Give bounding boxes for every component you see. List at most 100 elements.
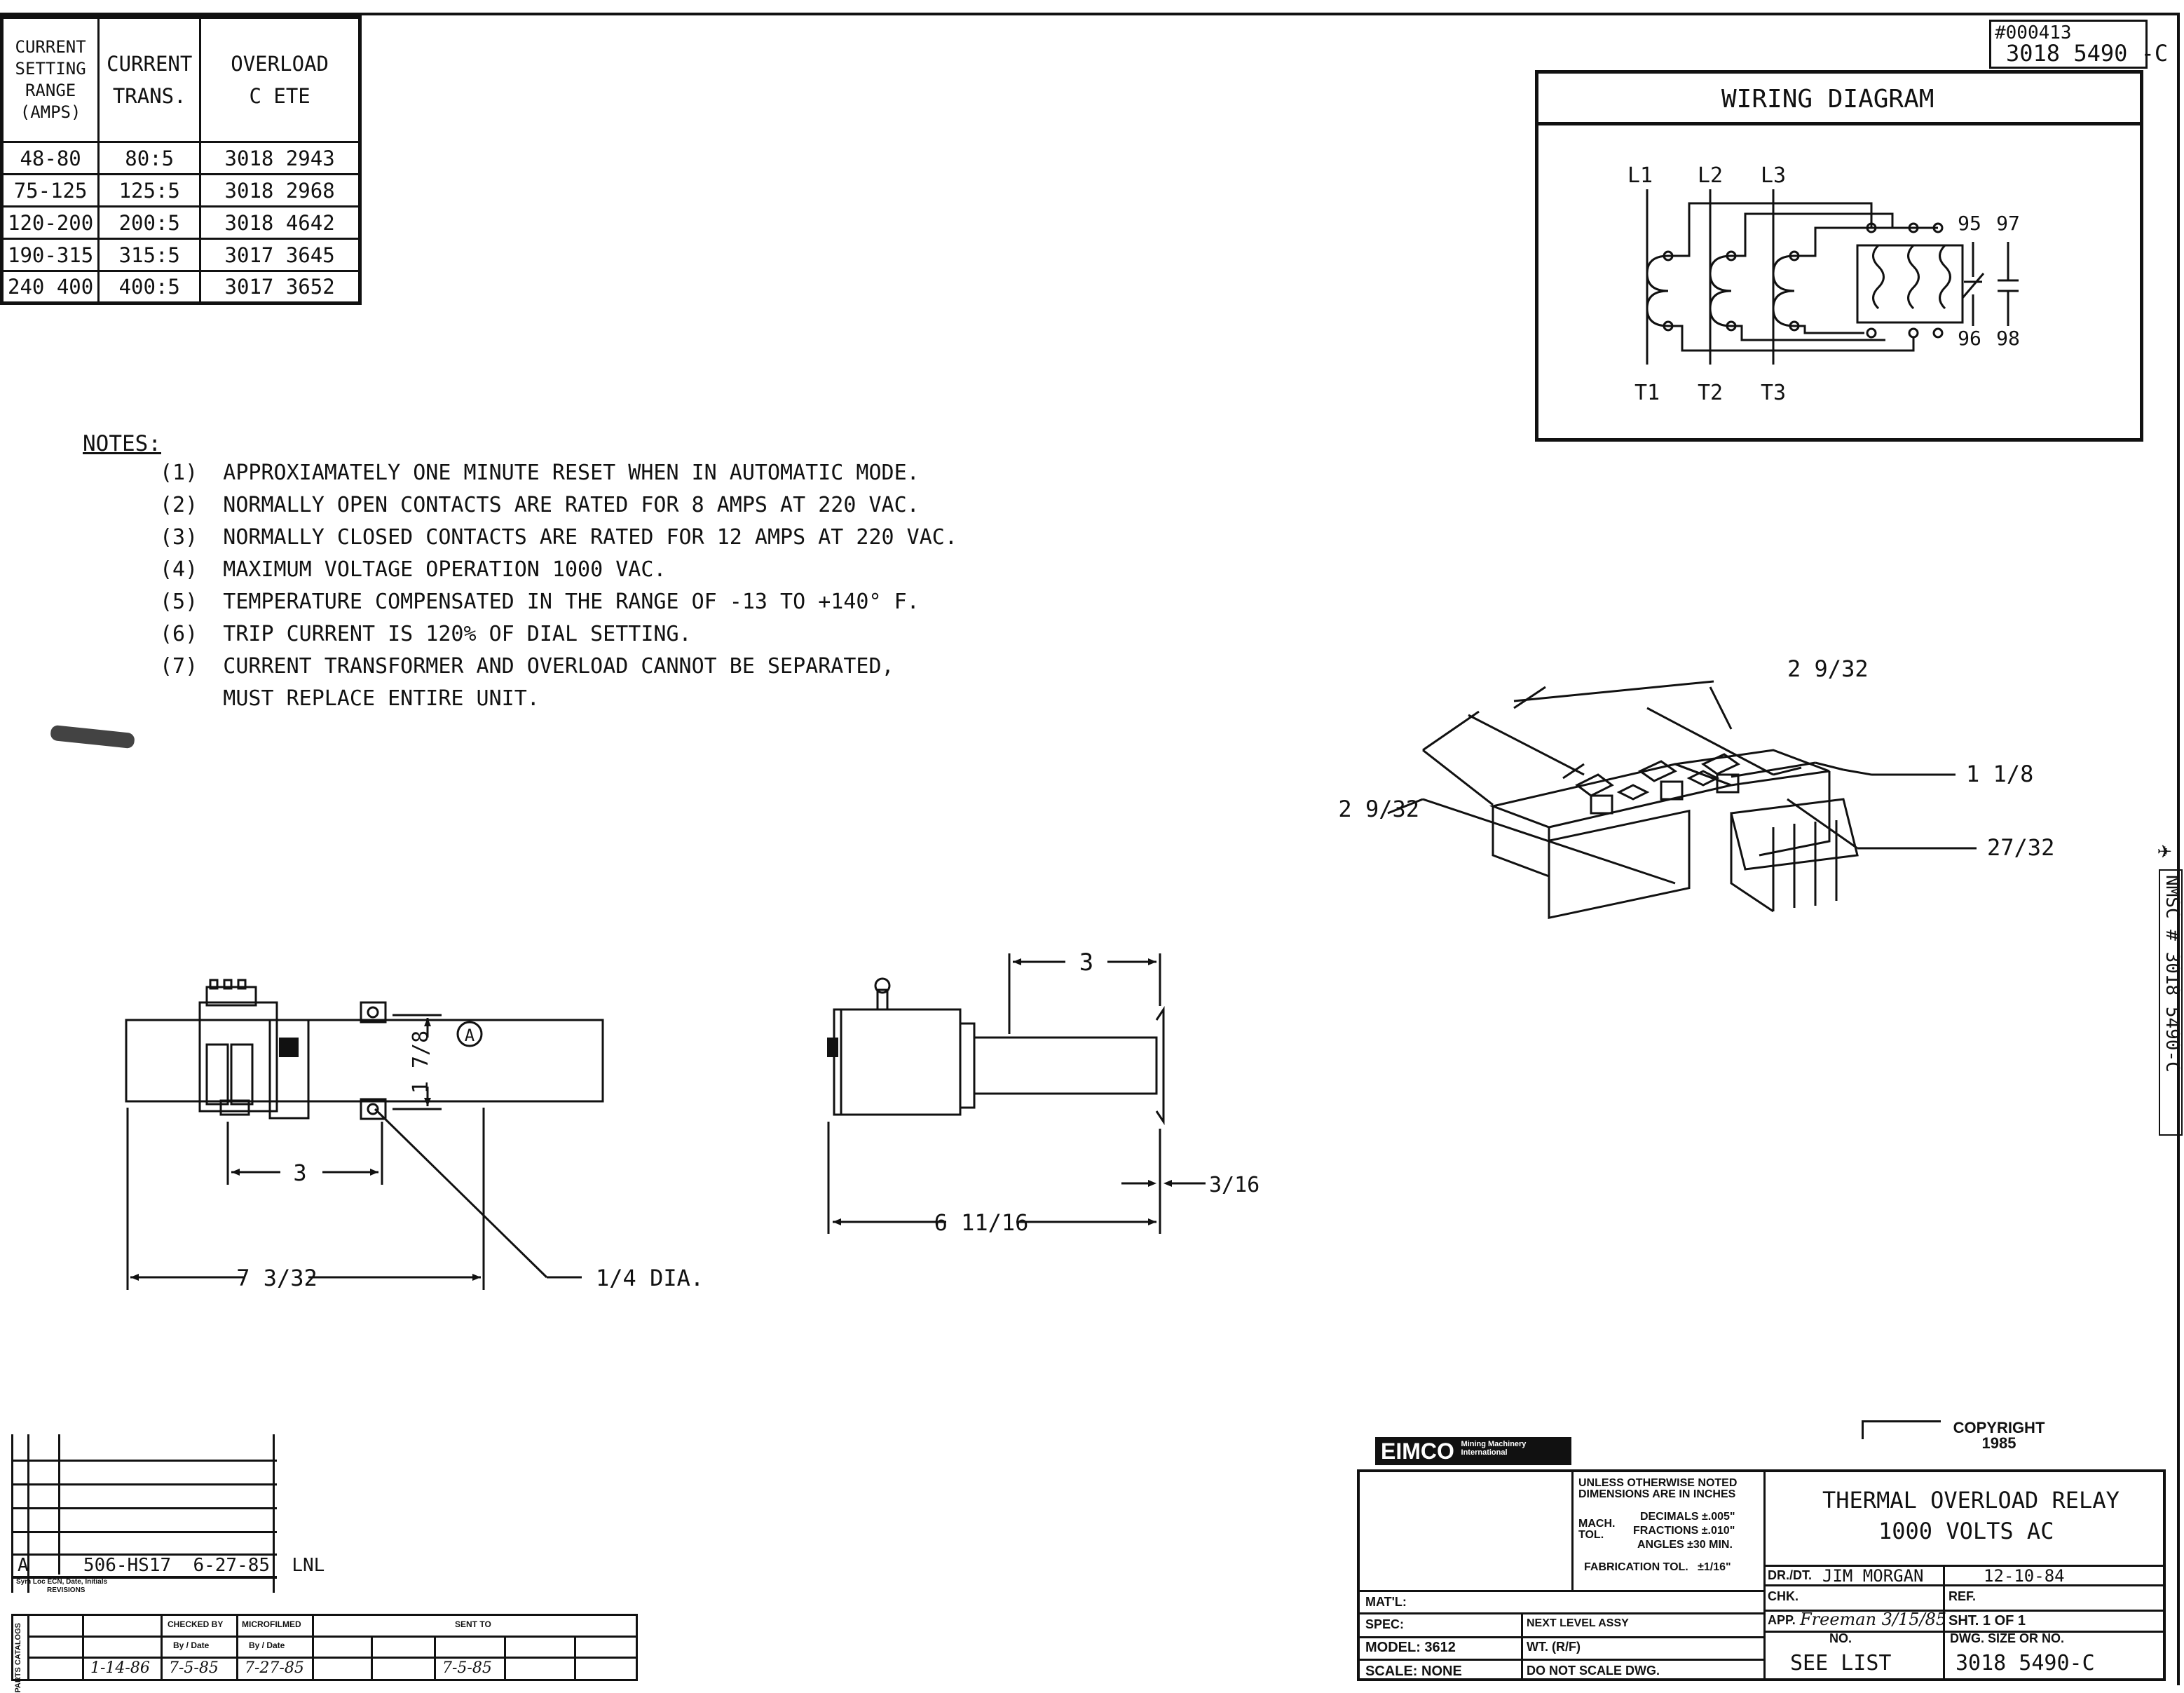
wt-label: WT. (R/F) [1527, 1640, 1581, 1654]
distribution-block: PARTS CATALOGS CHECKED BY MICROFILMED SE… [11, 1614, 638, 1693]
copyright: COPYRIGHT 1985 [1953, 1419, 2045, 1452]
checked-entry-date: 7-5-85 [169, 1659, 219, 1677]
wiring-label-96: 96 [1958, 327, 1981, 350]
note-item: (7) CURRENT TRANSFORMER AND OVERLOAD CAN… [160, 654, 894, 679]
fab-tol: FABRICATION TOL. ±1/16" [1584, 1561, 1731, 1573]
microfilm-entry-date: 7-27-85 [245, 1659, 304, 1677]
dim-iso-a: 2 9/32 [1338, 796, 1419, 822]
model-label: MODEL: 3612 [1365, 1640, 1456, 1655]
revision-row: A 506-HS17 6-27-85 LNL [18, 1555, 325, 1576]
dr-label: DR./DT. [1768, 1568, 1812, 1582]
revision-sym-label: Sym Loc ECN, Date, Initials [16, 1578, 108, 1586]
drawing-title-1: THERMAL OVERLOAD RELAY [1822, 1487, 2120, 1514]
no-label: NO. [1829, 1631, 1852, 1645]
do-not-scale: DO NOT SCALE DWG. [1527, 1664, 1660, 1678]
note-item: MUST REPLACE ENTIRE UNIT. [160, 686, 540, 711]
catalog-entry-date: 1-14-86 [90, 1659, 150, 1677]
front-view: 3 7 3/32 1 7/8 1/4 DIA. A [125, 979, 704, 1291]
by-date-label-2: By / Date [249, 1640, 285, 1650]
wiring-diagram-box [1535, 70, 2143, 442]
mach-tol: MACH. TOL. [1578, 1518, 1616, 1541]
wiring-label-T2: T2 [1698, 381, 1723, 405]
tol-fractions: FRACTIONS ±.010" [1633, 1525, 1735, 1537]
notes-title: NOTES: [83, 431, 161, 456]
dr-value: JIM MORGAN [1822, 1566, 1924, 1586]
notes-list: (1) APPROXIAMATELY ONE MINUTE RESET WHEN… [160, 463, 957, 721]
detail-mark: A [465, 1026, 475, 1045]
side-doc-number: NMSC # 3018 5490-C [2162, 875, 2183, 1073]
note-item: (4) MAXIMUM VOLTAGE OPERATION 1000 VAC. [160, 557, 667, 582]
dim-side-flange: 3/16 [1209, 1173, 1260, 1197]
revision-label: REVISIONS [47, 1586, 86, 1594]
wiring-label-97: 97 [1996, 212, 2020, 235]
wiring-label-T3: T3 [1761, 381, 1786, 405]
isometric-view: 2 9/32 2 9/32 1 1/8 27/32 [1338, 655, 2054, 920]
table-header-overload: OVERLOAD C ETE [199, 16, 361, 143]
table-header-range: CURRENT SETTING RANGE (AMPS) [0, 16, 100, 143]
dim-hole-dia: 1/4 DIA. [596, 1265, 704, 1291]
dr-date: 12-10-84 [1984, 1566, 2065, 1586]
revisions-block: A 506-HS17 6-27-85 LNL Sym Loc ECN, Date… [11, 1434, 325, 1594]
dim-iso-d: 27/32 [1987, 834, 2054, 861]
header-doc-number: 3018 5490 -C [2006, 40, 2169, 67]
dim-side-overall: 6 11/16 [934, 1209, 1029, 1236]
app-signature: Freeman 3/15/85 [1800, 1610, 1947, 1629]
table-header-trans: CURRENT TRANS. [97, 16, 202, 143]
matl-label: MAT'L: [1365, 1595, 1407, 1609]
microfilmed-label: MICROFILMED [242, 1619, 301, 1629]
app-label: APP. [1768, 1613, 1796, 1627]
side-doc-label: NMSC # 3018 5490-C [2159, 869, 2183, 1136]
note-item: (3) NORMALLY CLOSED CONTACTS ARE RATED F… [160, 525, 957, 550]
dwg-number: 3018 5490-C [1956, 1651, 2095, 1675]
table-row: 75-125 125:5 3018 2968 [0, 173, 361, 208]
see-list: SEE LIST [1790, 1651, 1892, 1675]
wiring-schematic: L1 L2 L3 T1 T2 T3 95 97 96 98 [1627, 163, 2020, 405]
wiring-diagram-title: WIRING DIAGRAM [1721, 85, 1934, 114]
table-row: 120-200 200:5 3018 4642 [0, 205, 361, 240]
by-date-label-1: By / Date [173, 1640, 210, 1650]
side-view: 3 6 11/16 3/16 [827, 949, 1260, 1236]
company-sub: Mining Machinery International [1461, 1440, 1527, 1457]
current-table: CURRENT SETTING RANGE (AMPS) CURRENT TRA… [0, 15, 362, 305]
title-block: UNLESS OTHERWISE NOTED DIMENSIONS ARE IN… [1357, 1469, 2166, 1681]
ref-label: REF. [1948, 1589, 1977, 1603]
wiring-label-L3: L3 [1761, 163, 1786, 188]
tol-decimals: DECIMALS ±.005" [1640, 1511, 1735, 1523]
note-item: (5) TEMPERATURE COMPENSATED IN THE RANGE… [160, 590, 920, 614]
dim-side-depth: 3 [1079, 949, 1093, 977]
dim-hole-spacing: 3 [293, 1160, 306, 1186]
parts-catalog-label: PARTS CATALOGS [14, 1623, 22, 1693]
dim-front-height: 1 7/8 [409, 1031, 433, 1094]
spec-label: SPEC: [1365, 1617, 1405, 1631]
note-item: (1) APPROXIAMATELY ONE MINUTE RESET WHEN… [160, 461, 920, 485]
table-row: 240 400 400:5 3017 3652 [0, 270, 361, 304]
wiring-label-L2: L2 [1698, 163, 1723, 188]
dim-iso-b: 2 9/32 [1787, 655, 1869, 682]
tol-angles: ANGLES ±30 MIN. [1637, 1539, 1733, 1551]
wiring-label-L1: L1 [1627, 163, 1653, 188]
table-row: 48-80 80:5 3018 2943 [0, 141, 361, 175]
sheet-label: SHT. 1 OF 1 [1948, 1613, 2026, 1629]
scale-label: SCALE: NONE [1365, 1664, 1462, 1679]
table-row: 190-315 315:5 3017 3645 [0, 238, 361, 272]
note-item: (2) NORMALLY OPEN CONTACTS ARE RATED FOR… [160, 493, 920, 517]
header-docnum-box [1989, 20, 2148, 69]
dwg-size-label: DWG. SIZE OR NO. [1950, 1631, 2065, 1645]
company-logo: EIMCO Mining Machinery International [1375, 1437, 1571, 1465]
header-stamp: #000413 [1995, 22, 2072, 43]
wiring-label-98: 98 [1996, 327, 2020, 350]
wiring-label-T1: T1 [1634, 381, 1660, 405]
checked-label: CHECKED BY [168, 1619, 224, 1629]
tolerance-head: UNLESS OTHERWISE NOTED DIMENSIONS ARE IN… [1578, 1477, 1738, 1500]
dim-iso-c: 1 1/8 [1966, 761, 2033, 787]
sent-to-label: SENT TO [455, 1619, 491, 1629]
company-name: EIMCO [1381, 1439, 1454, 1464]
wiring-label-95: 95 [1958, 212, 1981, 235]
dim-front-width: 7 3/32 [236, 1265, 318, 1291]
note-item: (6) TRIP CURRENT IS 120% OF DIAL SETTING… [160, 622, 692, 646]
side-arrow-icon: ✈ [2157, 836, 2172, 864]
drawing-title-2: 1000 VOLTS AC [1878, 1518, 2054, 1544]
drawing-border [0, 13, 2180, 1685]
sent-entry-date: 7-5-85 [442, 1659, 492, 1677]
next-assy-label: NEXT LEVEL ASSY [1527, 1617, 1629, 1629]
